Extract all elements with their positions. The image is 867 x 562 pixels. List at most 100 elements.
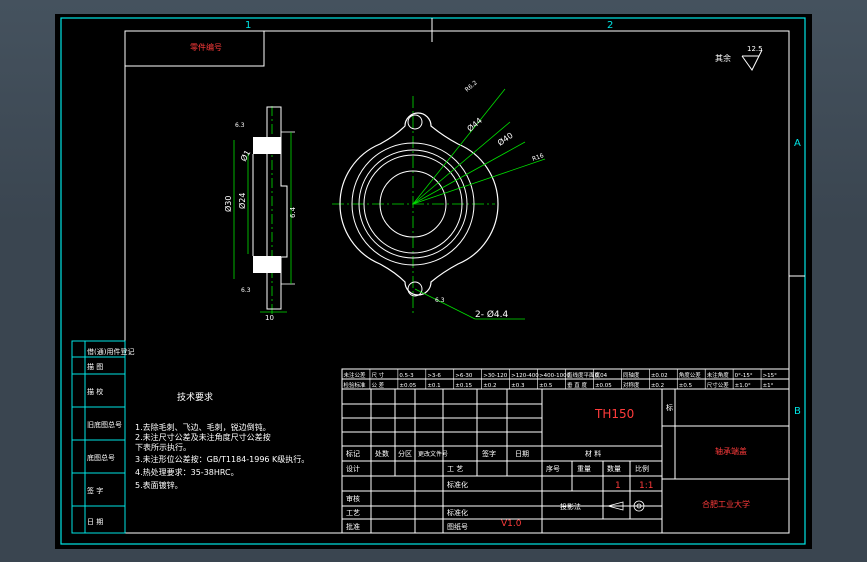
tolerance-cell-row2: 检验标准 — [344, 381, 367, 389]
scale-value: 1:1 — [639, 481, 653, 491]
section-hatch-top — [253, 137, 281, 154]
roughness-prefix: 其余 — [715, 53, 731, 63]
zone-label-2: 2 — [607, 20, 613, 31]
corner-label: 零件编号 — [190, 42, 222, 52]
tolerance-cell-row1: >400-1000 — [539, 373, 571, 379]
left-strip-label: 描 校 — [87, 387, 103, 396]
tolerance-cell-row1: 尺 寸 — [371, 371, 384, 379]
zone-label-b: B — [794, 406, 801, 417]
tolerance-cell-row1: 未注角度 — [707, 371, 730, 379]
rough-side-a: 6.3 — [235, 122, 245, 129]
tolerance-cell-row2: ±0.5 — [679, 383, 693, 389]
tolerance-cell-row1: 未注公差 — [344, 371, 367, 379]
tech-req-line: 4.热处理要求：35-38HRC。 — [135, 467, 239, 477]
tech-req-line: 2.未注尺寸公差及未注角度尺寸公差按 — [135, 432, 271, 442]
dim-outer-diameter: Ø44 — [465, 115, 484, 133]
tech-req-line: 3.未注形位公差按：GB/T1184-1996 K级执行。 — [135, 454, 309, 464]
drawing-name: TH150 — [594, 407, 634, 421]
tech-req-line: 下表所示执行。 — [135, 442, 191, 452]
tolerance-cell-row1: ±0.02 — [651, 373, 668, 379]
dim-outer-radius: R16 — [531, 152, 545, 163]
version: V1.0 — [501, 519, 522, 529]
tolerance-cell-row1: 0.5-3 — [399, 373, 414, 379]
zone-label-1: 1 — [245, 20, 251, 31]
tolerance-cell-row1: 0°-15° — [735, 373, 753, 379]
tolerance-cell-row2: 尺寸公差 — [707, 381, 730, 389]
side-profile — [266, 106, 288, 310]
row-label: 设计 — [346, 464, 360, 473]
tolerance-cell-row2: ±1° — [763, 383, 774, 389]
dim-side-3: Ø1 — [238, 148, 252, 163]
dim-ear-radius: R6.2 — [464, 79, 479, 93]
dim-side-4: 6.4 — [289, 206, 297, 218]
left-strip-label: 描 图 — [87, 362, 103, 371]
corner-box — [124, 30, 265, 67]
tech-req-line: 5.表面镀锌。 — [135, 480, 183, 490]
row-label: 工艺 — [346, 509, 360, 517]
tolerance-cell-row1: 角度公差 — [679, 371, 702, 379]
tolerance-cell-row1: >6-30 — [455, 373, 473, 379]
header-cell: 标记 — [346, 449, 360, 458]
tech-req-heading: 技术要求 — [177, 391, 213, 403]
zone-label-a: A — [794, 138, 801, 149]
section-hatch-bottom — [253, 256, 281, 273]
mass-label: 重量 — [577, 465, 591, 473]
cad-drawing: 1 2 A B 零件编号 其余 12.5 Ø30 Ø24 Ø1 6.4 10 6… — [60, 17, 806, 545]
tolerance-cell-row2: ±1.0° — [735, 383, 751, 389]
tolerance-cell-row2: ±0.2 — [483, 383, 496, 389]
tolerance-cell-row2: ±0.15 — [455, 383, 472, 389]
header-cell: 更改文件号 — [418, 450, 448, 458]
front-view: R6.2 Ø44 Ø40 R16 2- Ø4.4 6.3 — [332, 79, 546, 320]
tolerance-cell-row2: 对称度 — [623, 381, 640, 389]
mid-label: 标准化 — [447, 508, 468, 517]
tolerance-cell-row1: >120-400 — [511, 373, 539, 379]
left-strip-label: 借(通)用件登记 — [87, 347, 134, 356]
tolerance-cell-row2: ±0.5 — [539, 383, 553, 389]
dim-mid-diameter: Ø40 — [495, 130, 514, 148]
projection-symbol-icon — [606, 500, 645, 512]
dim-side-2: Ø24 — [237, 193, 247, 209]
dim-holes: 2- Ø4.4 — [475, 309, 509, 320]
tolerance-cell-row1: >3-6 — [427, 373, 441, 379]
title-mark: 标 — [666, 403, 673, 412]
tolerance-cell-row1: 直线度平面度 — [567, 371, 601, 379]
left-strip-label: 底图总号 — [87, 453, 115, 462]
tolerance-cell-row2: 公 差 — [371, 381, 384, 389]
projection-label: 投影法 — [560, 502, 581, 511]
mid-label: 标准化 — [447, 480, 468, 489]
side-view: Ø30 Ø24 Ø1 6.4 10 6.3 6.3 — [223, 106, 297, 322]
tolerance-cell-row1: >30-120 — [483, 373, 508, 379]
qty-value: 1 — [615, 481, 621, 491]
flange-outline — [339, 112, 499, 296]
header-cell: 处数 — [375, 449, 389, 458]
tolerance-cell-row2: ±0.05 — [595, 383, 612, 389]
left-strip-label: 签 字 — [87, 486, 103, 495]
dim-side-1: Ø30 — [223, 196, 233, 212]
material-label: 材 料 — [585, 449, 601, 458]
tolerance-cell-row2: 垂 直 度 — [567, 381, 587, 389]
part-name: 轴承端盖 — [715, 446, 747, 456]
header-cell: 日期 — [515, 450, 529, 458]
drawing-sheet: 1 2 A B 零件编号 其余 12.5 Ø30 Ø24 Ø1 6.4 10 6… — [55, 14, 812, 549]
rough-front: 6.3 — [435, 297, 445, 304]
tolerance-cell-row2: ±0.2 — [651, 383, 664, 389]
tolerance-cell-row1: >15° — [763, 373, 778, 379]
title-block: TH150 标 轴承端盖 合肥工业大学 V1.0 1:1 1 重量 数量 比例 … — [341, 388, 790, 534]
roughness-value: 12.5 — [747, 45, 763, 53]
scale-label: 比例 — [635, 464, 649, 473]
roughness-symbol-icon — [741, 49, 763, 71]
row-label: 批准 — [346, 522, 360, 531]
mid-label: 图纸号 — [447, 522, 468, 531]
left-strip-label: 旧底图总号 — [87, 420, 122, 429]
header-cell: 签字 — [482, 449, 496, 458]
tolerance-cell-row2: ±0.3 — [511, 383, 525, 389]
dim-side-5: 10 — [265, 314, 274, 322]
outer-border — [60, 17, 806, 545]
tech-req-line: 1.去除毛刺、飞边、毛刺，锐边倒钝。 — [135, 422, 271, 432]
tolerance-cell-row1: 0.04 — [595, 373, 608, 379]
school-name: 合肥工业大学 — [702, 499, 750, 509]
tolerance-cell-row2: ±0.1 — [427, 383, 440, 389]
qty-label: 数量 — [607, 464, 621, 473]
seq-label: 序号 — [546, 464, 560, 473]
